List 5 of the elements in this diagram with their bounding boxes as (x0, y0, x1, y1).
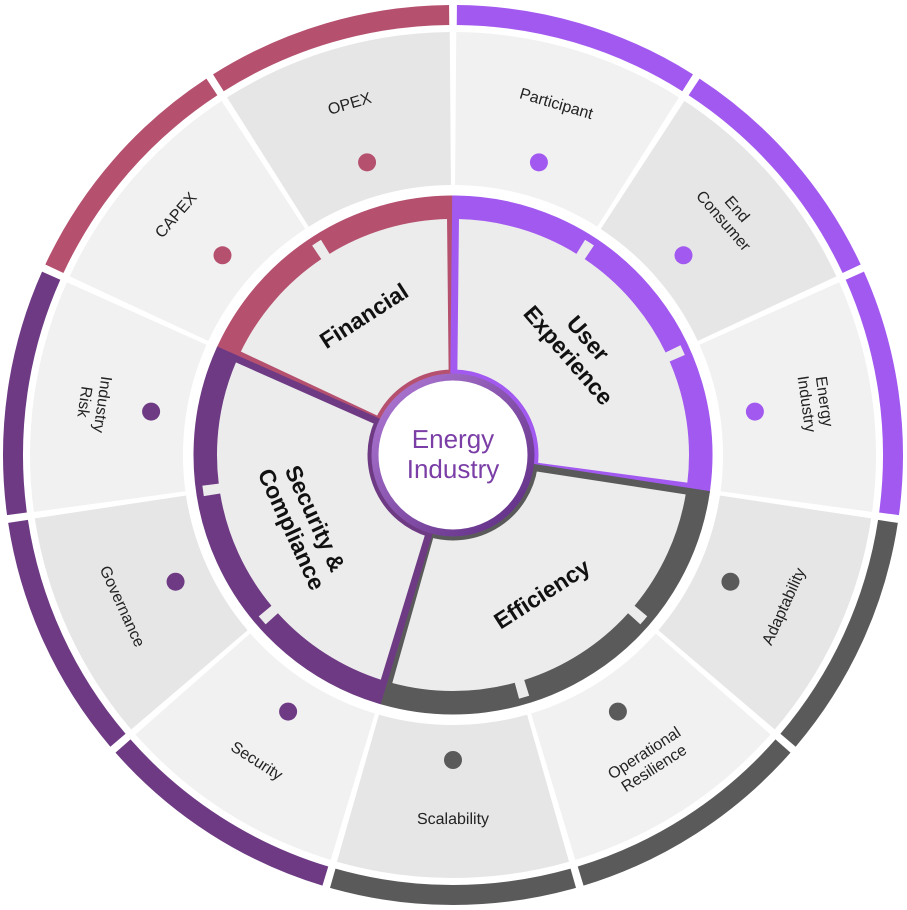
segment-label: Scalability (416, 810, 490, 830)
segment-label: OPEX (325, 88, 375, 121)
center-label: Energy Industry (406, 425, 500, 485)
segment-label: Energy Industry (792, 374, 838, 436)
segment-label: Industry Risk (72, 374, 115, 436)
